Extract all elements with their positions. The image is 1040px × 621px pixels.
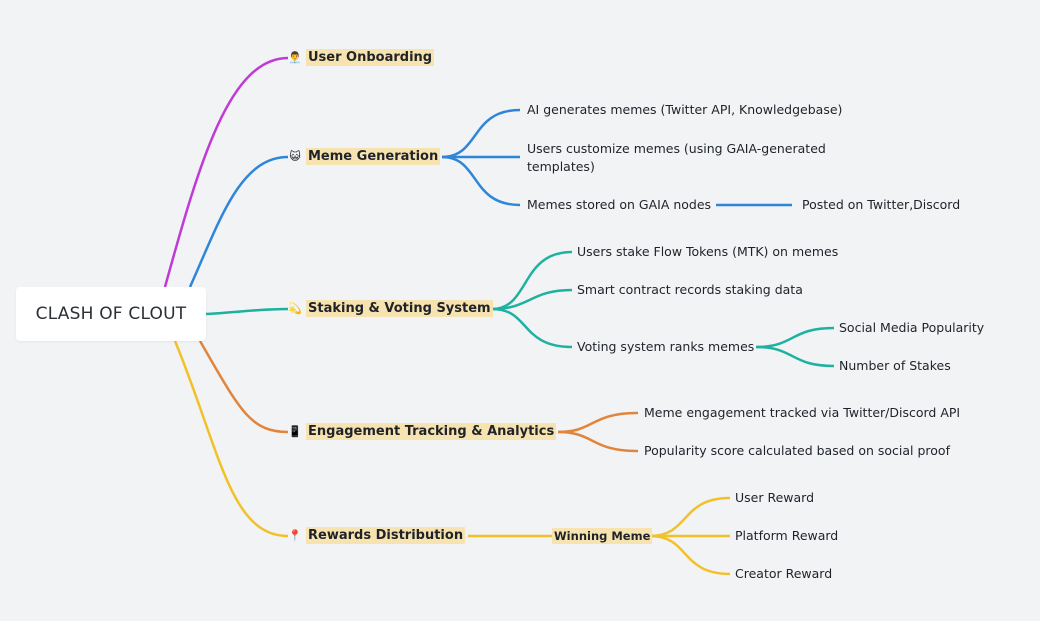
branch-rewards-distribution[interactable]: 📍 Rewards Distribution bbox=[288, 526, 466, 546]
link-root-onboarding bbox=[163, 56, 289, 288]
leaf-meme-engagement[interactable]: Meme engagement tracked via Twitter/Disc… bbox=[644, 405, 961, 420]
branch-staking-voting[interactable]: 💫 Staking & Voting System bbox=[288, 299, 493, 319]
leaf-users-stake[interactable]: Users stake Flow Tokens (MTK) on memes bbox=[577, 244, 839, 259]
leaf-memes-stored[interactable]: Memes stored on GAIA nodes bbox=[527, 197, 712, 212]
link-root-staking bbox=[205, 307, 289, 316]
link-root-engagement bbox=[198, 340, 289, 434]
leaf-creator-reward[interactable]: Creator Reward bbox=[735, 566, 833, 581]
link-winning-item-1 bbox=[649, 496, 731, 538]
leaf-voting-system[interactable]: Voting system ranks memes bbox=[577, 339, 755, 354]
branch-engagement-tracking[interactable]: 📱 Engagement Tracking & Analytics bbox=[288, 422, 557, 442]
leaf-ai-generates-memes[interactable]: AI generates memes (Twitter API, Knowled… bbox=[527, 102, 843, 117]
leaf-number-of-stakes[interactable]: Number of Stakes bbox=[839, 358, 951, 373]
branch-user-onboarding[interactable]: 👨‍💼 User Onboarding bbox=[288, 48, 435, 68]
link-engagement-item-1 bbox=[557, 411, 639, 434]
branch-label: Rewards Distribution bbox=[306, 527, 466, 544]
root-label: CLASH OF CLOUT bbox=[35, 304, 187, 324]
branch-meme-generation[interactable]: 😺 Meme Generation bbox=[288, 147, 441, 167]
node-winning-meme[interactable]: Winning Meme bbox=[552, 527, 653, 545]
link-root-rewards bbox=[173, 340, 289, 538]
root-node[interactable]: CLASH OF CLOUT bbox=[16, 287, 206, 341]
leaf-popularity-score[interactable]: Popularity score calculated based on soc… bbox=[644, 443, 950, 458]
leaf-posted-on-twitter[interactable]: Posted on Twitter,Discord bbox=[802, 197, 961, 212]
link-engagement-item-2 bbox=[557, 430, 639, 453]
winning-meme-label: Winning Meme bbox=[552, 528, 653, 544]
cat-face-icon: 😺 bbox=[289, 150, 301, 163]
link-meme-item-1 bbox=[441, 108, 521, 159]
link-winning-item-3 bbox=[649, 534, 731, 576]
leaf-social-media-popularity[interactable]: Social Media Popularity bbox=[839, 320, 985, 335]
branch-label: Meme Generation bbox=[306, 148, 441, 165]
leaf-users-customize-memes[interactable]: Users customize memes (using GAIA-genera… bbox=[527, 141, 826, 174]
phone-icon: 📱 bbox=[288, 425, 302, 438]
link-voting-child-1 bbox=[755, 326, 835, 349]
leaf-smart-contract[interactable]: Smart contract records staking data bbox=[577, 282, 803, 297]
pin-icon: 📍 bbox=[288, 529, 302, 542]
branch-label: Engagement Tracking & Analytics bbox=[306, 423, 557, 440]
sparkle-icon: 💫 bbox=[288, 302, 302, 315]
link-staking-item-3 bbox=[491, 307, 573, 349]
leaf-user-reward[interactable]: User Reward bbox=[735, 490, 815, 505]
link-meme-item-3 bbox=[441, 155, 521, 207]
branch-label: User Onboarding bbox=[306, 49, 435, 66]
leaf-platform-reward[interactable]: Platform Reward bbox=[735, 528, 839, 543]
link-staking-item-1 bbox=[491, 250, 573, 311]
link-root-meme bbox=[188, 155, 289, 288]
branch-label: Staking & Voting System bbox=[306, 300, 493, 317]
link-voting-child-2 bbox=[755, 345, 835, 368]
user-icon: 👨‍💼 bbox=[288, 51, 302, 64]
link-staking-item-2 bbox=[491, 288, 573, 311]
